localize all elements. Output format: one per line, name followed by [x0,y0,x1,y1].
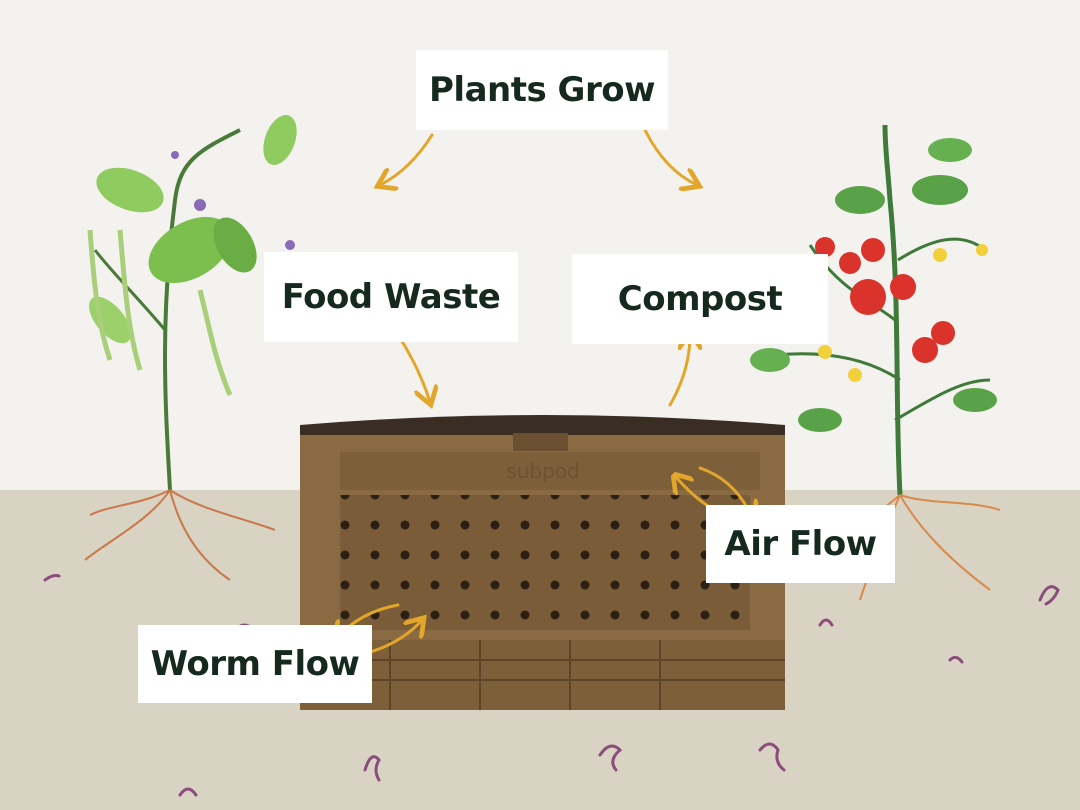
arrow-plants-to-compost [643,128,697,185]
bean-plant-illustration [84,115,297,581]
subpod-logo: subpod [506,459,579,483]
label-air-flow: Air Flow [706,505,895,583]
arrow-bin-to-compost [668,335,690,407]
arrow-food-waste-to-bin [398,336,430,402]
label-worm-flow: Worm Flow [138,625,372,703]
tomato-plant-illustration [750,124,1001,601]
label-compost: Compost [572,254,828,344]
label-plants-grow: Plants Grow [416,50,668,130]
arrow-plants-to-food-waste [380,133,434,185]
label-food-waste: Food Waste [264,252,518,342]
